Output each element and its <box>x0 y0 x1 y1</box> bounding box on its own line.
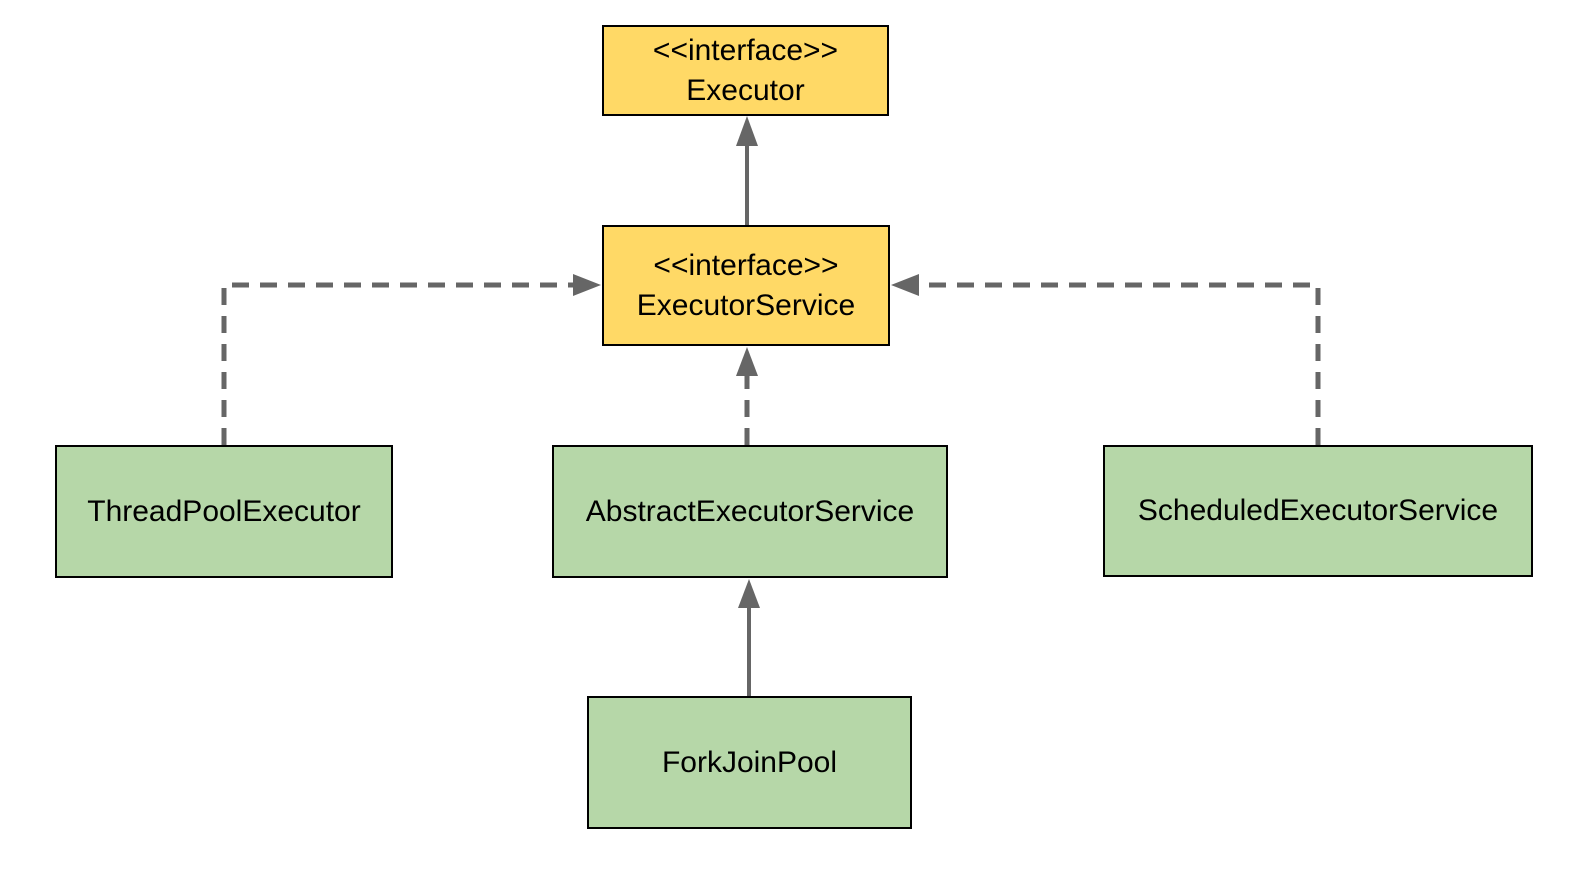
node-scheduled-executor-service: ScheduledExecutorService <box>1103 445 1533 577</box>
node-label: Executor <box>686 73 805 107</box>
node-thread-pool-executor: ThreadPoolExecutor <box>55 445 393 578</box>
edge-abstractexecutorservice-to-executorservice <box>736 347 758 445</box>
node-executor: <<interface>> Executor <box>602 25 889 116</box>
edge-line <box>221 282 574 445</box>
edge-threadpoolexecutor-to-executorservice <box>221 274 601 445</box>
node-label: ExecutorService <box>636 288 856 322</box>
node-label: ForkJoinPool <box>661 745 838 779</box>
arrowhead-up-icon <box>738 579 760 608</box>
node-label: ThreadPoolExecutor <box>87 494 361 528</box>
arrowhead-up-icon <box>736 116 758 146</box>
node-label: ScheduledExecutorService <box>1137 494 1499 527</box>
edge-executorservice-to-executor <box>736 116 758 225</box>
edge-line <box>918 282 1321 445</box>
node-executor-service: <<interface>> ExecutorService <box>602 225 890 346</box>
node-label: AbstractExecutorService <box>585 494 915 528</box>
interface-stereotype: <<interface>> <box>653 248 839 282</box>
arrowhead-up-icon <box>736 347 758 376</box>
node-fork-join-pool: ForkJoinPool <box>587 696 912 829</box>
arrowhead-right-icon <box>573 274 601 296</box>
edge-scheduledexecutorservice-to-executorservice <box>891 274 1321 445</box>
edge-forkjoinpool-to-abstractexecutorservice <box>738 579 760 696</box>
node-abstract-executor-service: AbstractExecutorService <box>552 445 948 578</box>
interface-stereotype: <<interface>> <box>652 33 839 67</box>
arrowhead-left-icon <box>891 274 919 296</box>
